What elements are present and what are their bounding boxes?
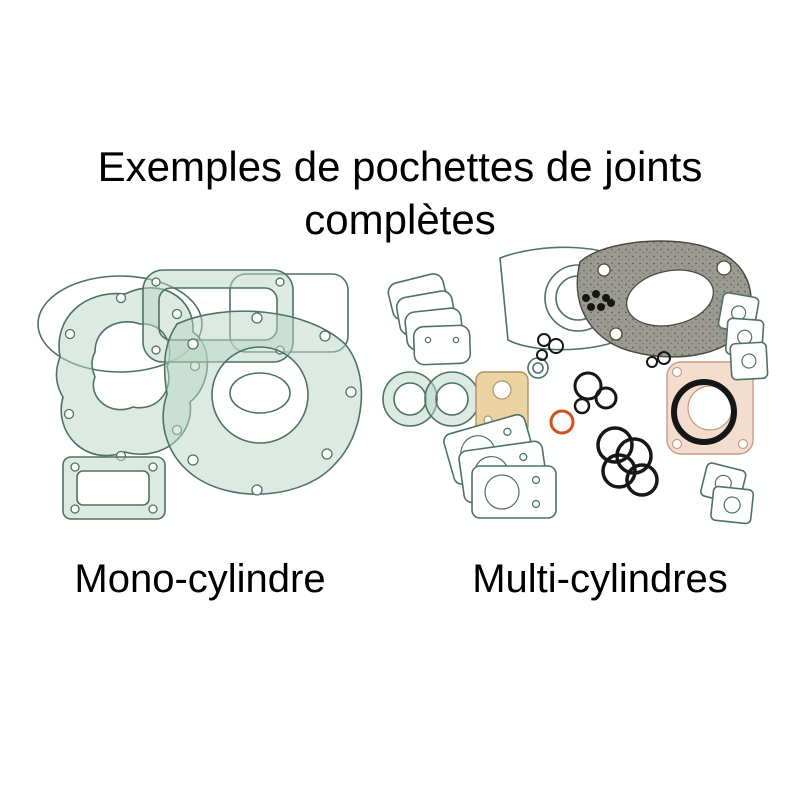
square-gasket-stack-bottom: [700, 462, 755, 525]
reed-gasket-stack: [387, 273, 472, 366]
o-ring-chain: [596, 426, 659, 497]
square-gasket-stack-top: [717, 291, 769, 381]
caption-multi-cylindres: Multi-cylindres: [472, 557, 728, 601]
multi-cylinder-gasket-photo: [372, 240, 777, 550]
engine-case-gasket: [162, 310, 363, 496]
small-o-rings: [536, 333, 671, 368]
mono-cylinder-gasket-photo: [25, 262, 380, 547]
orange-o-ring: [549, 409, 575, 435]
multi-cylinder-gasket-drawing: [382, 240, 769, 525]
rubber-grommets: [582, 290, 615, 311]
o-ring-cluster: [573, 371, 618, 415]
title-line-2: complètes: [304, 196, 496, 243]
large-o-ring: [671, 379, 737, 445]
caption-mono-cylindre: Mono-cylindre: [74, 557, 326, 601]
page-title: Exemples de pochettes de joints complète…: [0, 140, 800, 246]
mono-cylinder-gasket-drawing: [37, 269, 363, 520]
base-gasket-fan: [443, 413, 557, 519]
twin-bore-gasket: [382, 371, 480, 427]
title-line-1: Exemples de pochettes de joints: [97, 143, 703, 190]
reed-valve-gasket: [62, 456, 166, 520]
small-ring-gasket: [527, 357, 549, 379]
